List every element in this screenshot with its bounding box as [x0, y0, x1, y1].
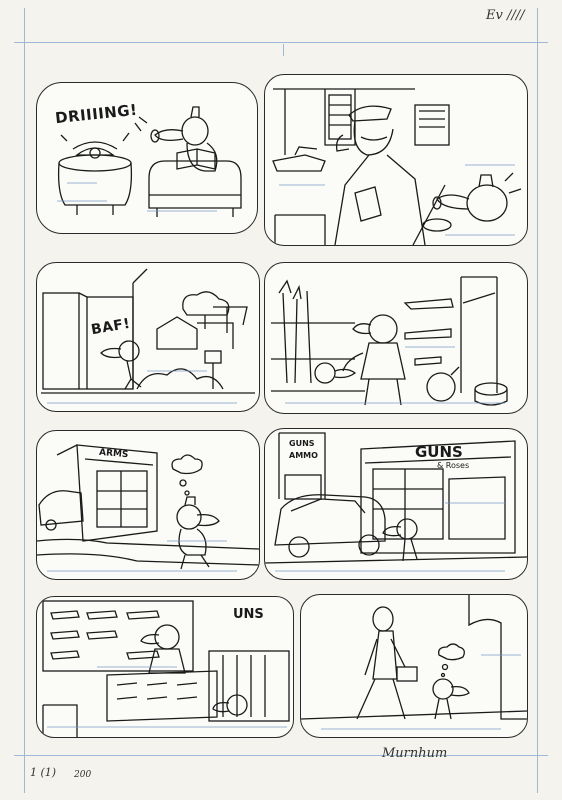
panel-2-art: [272, 88, 522, 245]
panel-2-officer-phone: [264, 74, 528, 246]
page-code: 200: [74, 770, 92, 780]
panel-6-art: [265, 432, 527, 572]
panel-6-guns-shop: GUNS AMMO GUNS & Roses: [264, 428, 528, 580]
panel-7-gun-wall: UNS: [36, 596, 294, 738]
guns-sign-left-1: GUNS: [289, 439, 315, 448]
guide-line-right: [537, 8, 538, 793]
page-number: 1 (1): [30, 766, 57, 779]
panel-7-art: [42, 600, 290, 737]
panel-3-door-slam: BAF!: [36, 262, 260, 412]
guide-line-left: [24, 8, 25, 793]
guide-line-center: [283, 44, 284, 56]
guns-sign-right-2: & Roses: [437, 461, 470, 470]
guns-sign-right-1: GUNS: [415, 443, 463, 461]
panel-5-arms-street: ARMS: [36, 430, 260, 580]
panel-1-phone-ringing: DRIIIING!: [36, 82, 258, 234]
artist-signature: Murnhum: [382, 746, 448, 761]
panel-8-man-walking: [300, 594, 528, 738]
corner-mark: Ev ////: [486, 8, 525, 23]
guide-line-bottom: [14, 755, 548, 756]
panel-8-art: [301, 595, 527, 730]
panel-3-art: [41, 268, 255, 404]
guns-sign-left-2: AMMO: [289, 451, 318, 460]
guide-line-top: [14, 42, 548, 43]
panel-4-weapons-shop: [264, 262, 528, 414]
panel-1-art: [57, 106, 242, 217]
panel-4-art: [271, 276, 508, 406]
panel-5-art: [37, 444, 259, 572]
window-text-mirrored: UNS: [233, 607, 264, 622]
